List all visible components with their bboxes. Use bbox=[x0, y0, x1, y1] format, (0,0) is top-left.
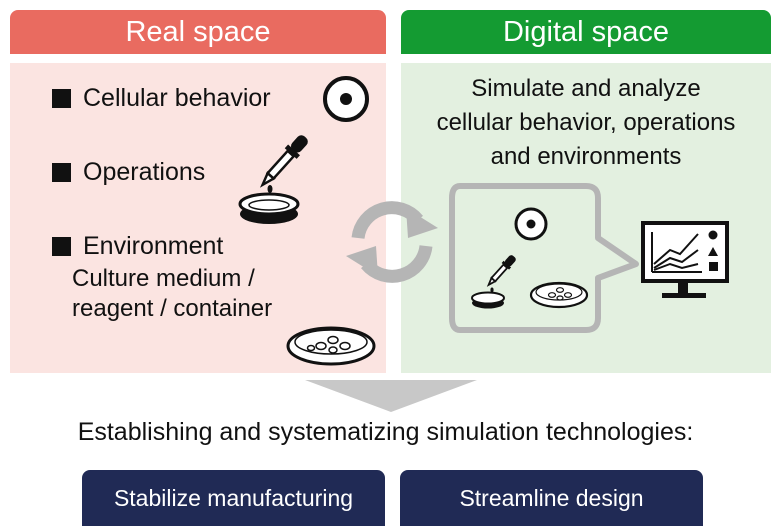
environment-label: Environment bbox=[83, 232, 224, 260]
culture-dish-icon-small bbox=[529, 281, 589, 309]
environment-sub-line: reagent / container bbox=[72, 295, 273, 322]
real-space-header: Real space bbox=[10, 10, 386, 54]
operations-item: Operations bbox=[52, 158, 205, 187]
dropper-icon bbox=[259, 135, 308, 193]
environment-subtext: Culture medium / reagent / container bbox=[72, 264, 272, 324]
real-space-panel bbox=[10, 63, 386, 373]
petri-dish-icon bbox=[238, 192, 300, 224]
conclusion-text: Establishing and systematizing simulatio… bbox=[77, 418, 694, 446]
down-arrow-icon bbox=[305, 380, 477, 412]
digital-description: Simulate and analyze cellular behavior, … bbox=[401, 72, 771, 174]
bullet-square-icon bbox=[52, 237, 71, 256]
digital-description-line: Simulate and analyze bbox=[471, 75, 701, 102]
dropper-icon-small bbox=[486, 255, 516, 293]
streamline-design-button[interactable]: Streamline design bbox=[400, 470, 703, 526]
digital-description-line: cellular behavior, operations bbox=[436, 109, 736, 136]
cellular-behavior-item: Cellular behavior bbox=[52, 84, 271, 113]
monitor-chart-icon bbox=[641, 221, 729, 298]
environment-item: Environment bbox=[52, 232, 223, 261]
cell-icon bbox=[323, 76, 369, 122]
cell-icon-small bbox=[514, 207, 548, 241]
cycle-arrows-icon bbox=[346, 201, 438, 283]
culture-dish-icon bbox=[286, 326, 376, 366]
digital-space-header: Digital space bbox=[401, 10, 771, 54]
digital-description-line: and environments bbox=[490, 143, 682, 170]
operations-label: Operations bbox=[83, 158, 206, 186]
stabilize-manufacturing-button[interactable]: Stabilize manufacturing bbox=[82, 470, 385, 526]
bullet-square-icon bbox=[52, 163, 71, 182]
environment-sub-line: Culture medium / bbox=[72, 265, 255, 292]
petri-dish-icon-small bbox=[471, 291, 505, 309]
bullet-square-icon bbox=[52, 89, 71, 108]
cellular-behavior-label: Cellular behavior bbox=[83, 84, 271, 112]
